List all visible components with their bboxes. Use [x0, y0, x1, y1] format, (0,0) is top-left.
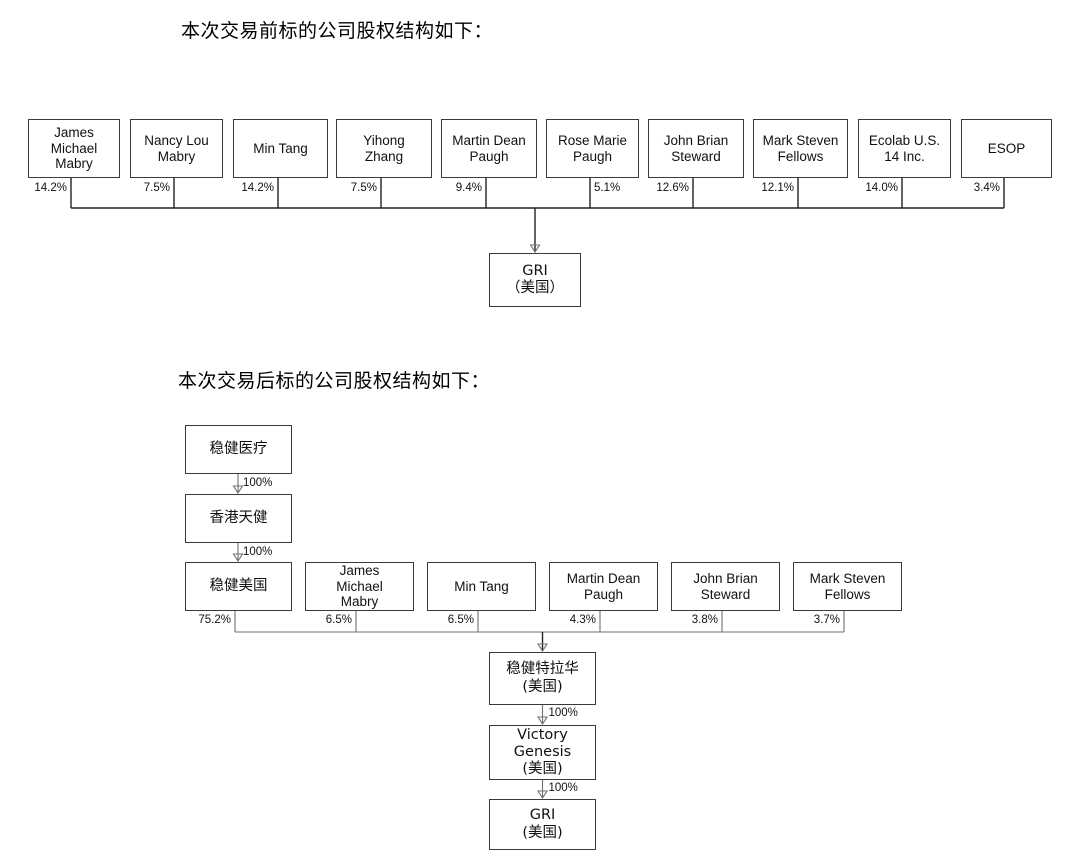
- after-parent-box-3-line-1: 稳健美国: [209, 577, 268, 594]
- before-shareholder-box-1-line-1: James: [54, 124, 94, 140]
- after-shareholder-box-5-line-2: Steward: [700, 586, 751, 602]
- after-percent-2: 6.5%: [325, 614, 352, 626]
- after-parent-box-3: 稳健美国: [185, 562, 292, 611]
- before-percent-9: 14.0%: [865, 182, 898, 194]
- after-shareholder-box-5-line-1: John Brian: [693, 570, 758, 586]
- before-shareholder-box-10-line-1: ESOP: [987, 140, 1026, 156]
- before-shareholder-box-5-line-2: Paugh: [469, 148, 509, 164]
- before-shareholder-box-9: Ecolab U.S.14 Inc.: [858, 119, 951, 178]
- after-shareholder-box-2-line-3: Mabry: [340, 594, 379, 610]
- after-subsidiary-box-1-line-1: 稳健特拉华: [506, 661, 579, 678]
- before-percent-7: 12.6%: [656, 182, 689, 194]
- after-subsidiary-box-1-line-2: (美国): [522, 678, 563, 695]
- after-percent-1: 75.2%: [198, 614, 231, 626]
- before-shareholder-box-8-line-1: Mark Steven: [762, 132, 839, 148]
- after-percent-3: 6.5%: [447, 614, 474, 626]
- before-shareholder-box-6-line-1: Rose Marie: [557, 132, 628, 148]
- before-shareholder-box-7-line-1: John Brian: [663, 132, 729, 148]
- before-shareholder-box-8-line-2: Fellows: [777, 148, 824, 164]
- after-subsidiary-box-2-line-1: Victory: [517, 726, 568, 743]
- after-subsidiary-box-1: 稳健特拉华(美国): [489, 652, 596, 705]
- after-subsidiary-box-3: GRI(美国): [489, 799, 596, 850]
- before-percent-8: 12.1%: [761, 182, 794, 194]
- after-parent-box-2-line-1: 香港天健: [209, 509, 268, 526]
- after-shareholder-box-4-line-1: Martin Dean: [566, 570, 641, 586]
- before-percent-1: 14.2%: [34, 182, 67, 194]
- before-percent-5: 9.4%: [455, 182, 482, 194]
- after-subsidiary-percent-2: 100%: [548, 782, 578, 794]
- after-subsidiary-box-2-line-2: Genesis: [513, 743, 572, 760]
- after-subsidiary-box-3-line-2: (美国): [522, 824, 563, 841]
- after-shareholder-box-4-line-2: Paugh: [583, 586, 624, 602]
- after-percent-4: 4.3%: [569, 614, 596, 626]
- before-shareholder-box-6-line-2: Paugh: [572, 148, 613, 164]
- before-shareholder-box-1-line-3: Mabry: [55, 156, 93, 172]
- before-shareholder-box-10: ESOP: [961, 119, 1052, 178]
- after-subsidiary-percent-1: 100%: [548, 707, 578, 719]
- before-shareholder-box-3-line-1: Min Tang: [253, 140, 308, 156]
- after-shareholder-box-6-line-2: Fellows: [824, 586, 871, 602]
- before-percent-3: 14.2%: [241, 182, 274, 194]
- before-percent-10: 3.4%: [973, 182, 1000, 194]
- after-subsidiary-box-2-line-3: (美国): [522, 761, 563, 778]
- after-shareholder-box-2-line-2: Michael: [336, 578, 383, 594]
- before-shareholder-box-7-line-2: Steward: [671, 148, 721, 164]
- before-shareholder-box-9-line-2: 14 Inc.: [884, 148, 925, 164]
- caption-after-transaction: 本次交易后标的公司股权结构如下：: [178, 371, 491, 392]
- before-shareholder-box-9-line-1: Ecolab U.S.: [868, 132, 941, 148]
- after-percent-6: 3.7%: [813, 614, 840, 626]
- after-shareholder-box-3-line-1: Min Tang: [454, 578, 509, 594]
- before-shareholder-box-1-line-2: Michael: [50, 140, 98, 156]
- before-percent-6: 5.1%: [594, 182, 621, 194]
- before-target-company-box: GRI（美国）: [489, 253, 581, 307]
- before-percent-4: 7.5%: [350, 182, 377, 194]
- before-target-company-box-line-2: （美国）: [506, 280, 564, 296]
- before-shareholder-box-2-line-1: Nancy Lou: [144, 132, 209, 148]
- after-percent-5: 3.8%: [691, 614, 718, 626]
- caption-before-transaction: 本次交易前标的公司股权结构如下：: [181, 21, 494, 42]
- before-shareholder-box-3: Min Tang: [233, 119, 328, 178]
- before-shareholder-box-4-line-1: Yihong: [363, 132, 405, 148]
- after-parent-box-1: 稳健医疗: [185, 425, 292, 474]
- before-target-company-box-line-1: GRI: [522, 262, 548, 279]
- after-subsidiary-box-3-line-1: GRI: [529, 807, 556, 824]
- before-shareholder-box-2-line-2: Mabry: [157, 148, 196, 164]
- after-parent-percent-1: 100%: [243, 477, 273, 489]
- after-shareholder-box-6-line-1: Mark Steven: [809, 570, 886, 586]
- before-shareholder-box-5-line-1: Martin Dean: [452, 132, 526, 148]
- after-parent-box-2: 香港天健: [185, 494, 292, 543]
- after-parent-percent-2: 100%: [243, 546, 273, 558]
- after-shareholder-box-3: Min Tang: [427, 562, 536, 611]
- before-shareholder-box-4-line-2: Zhang: [364, 148, 404, 164]
- after-shareholder-box-2-line-1: James: [339, 562, 380, 578]
- after-parent-box-1-line-1: 稳健医疗: [209, 440, 268, 457]
- before-percent-2: 7.5%: [143, 182, 170, 194]
